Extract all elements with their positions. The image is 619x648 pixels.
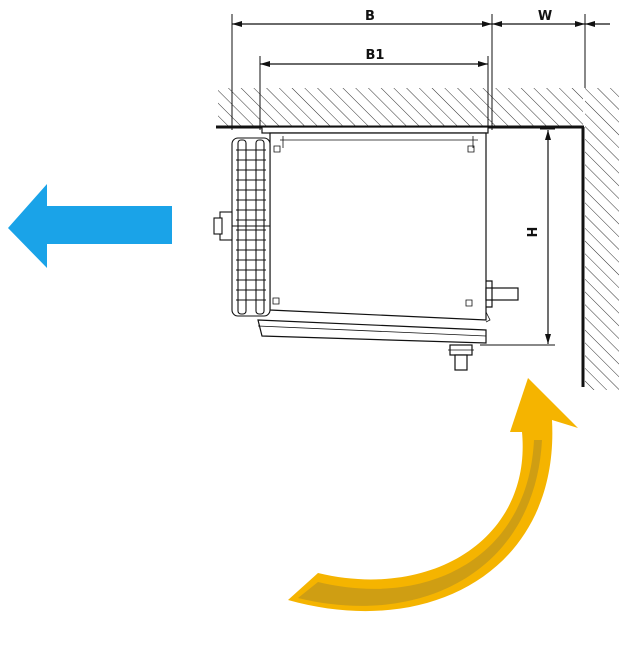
ceiling-hatch <box>218 88 583 128</box>
dimension-b: B <box>231 9 493 130</box>
airflow-arrow-left-icon <box>8 184 172 268</box>
fan-guard <box>213 137 271 317</box>
wall-hatch <box>585 88 619 390</box>
dimension-h: H <box>480 128 555 346</box>
dimension-label-b: B <box>365 9 375 24</box>
dimension-label-w: W <box>538 9 552 24</box>
dimension-b1: B1 <box>259 48 489 130</box>
rotation-arrow-icon <box>288 378 578 612</box>
dimension-w: W <box>492 9 610 88</box>
unit-cooler <box>257 126 519 371</box>
dimension-label-b1: B1 <box>366 48 385 63</box>
dimension-label-h: H <box>526 227 541 238</box>
